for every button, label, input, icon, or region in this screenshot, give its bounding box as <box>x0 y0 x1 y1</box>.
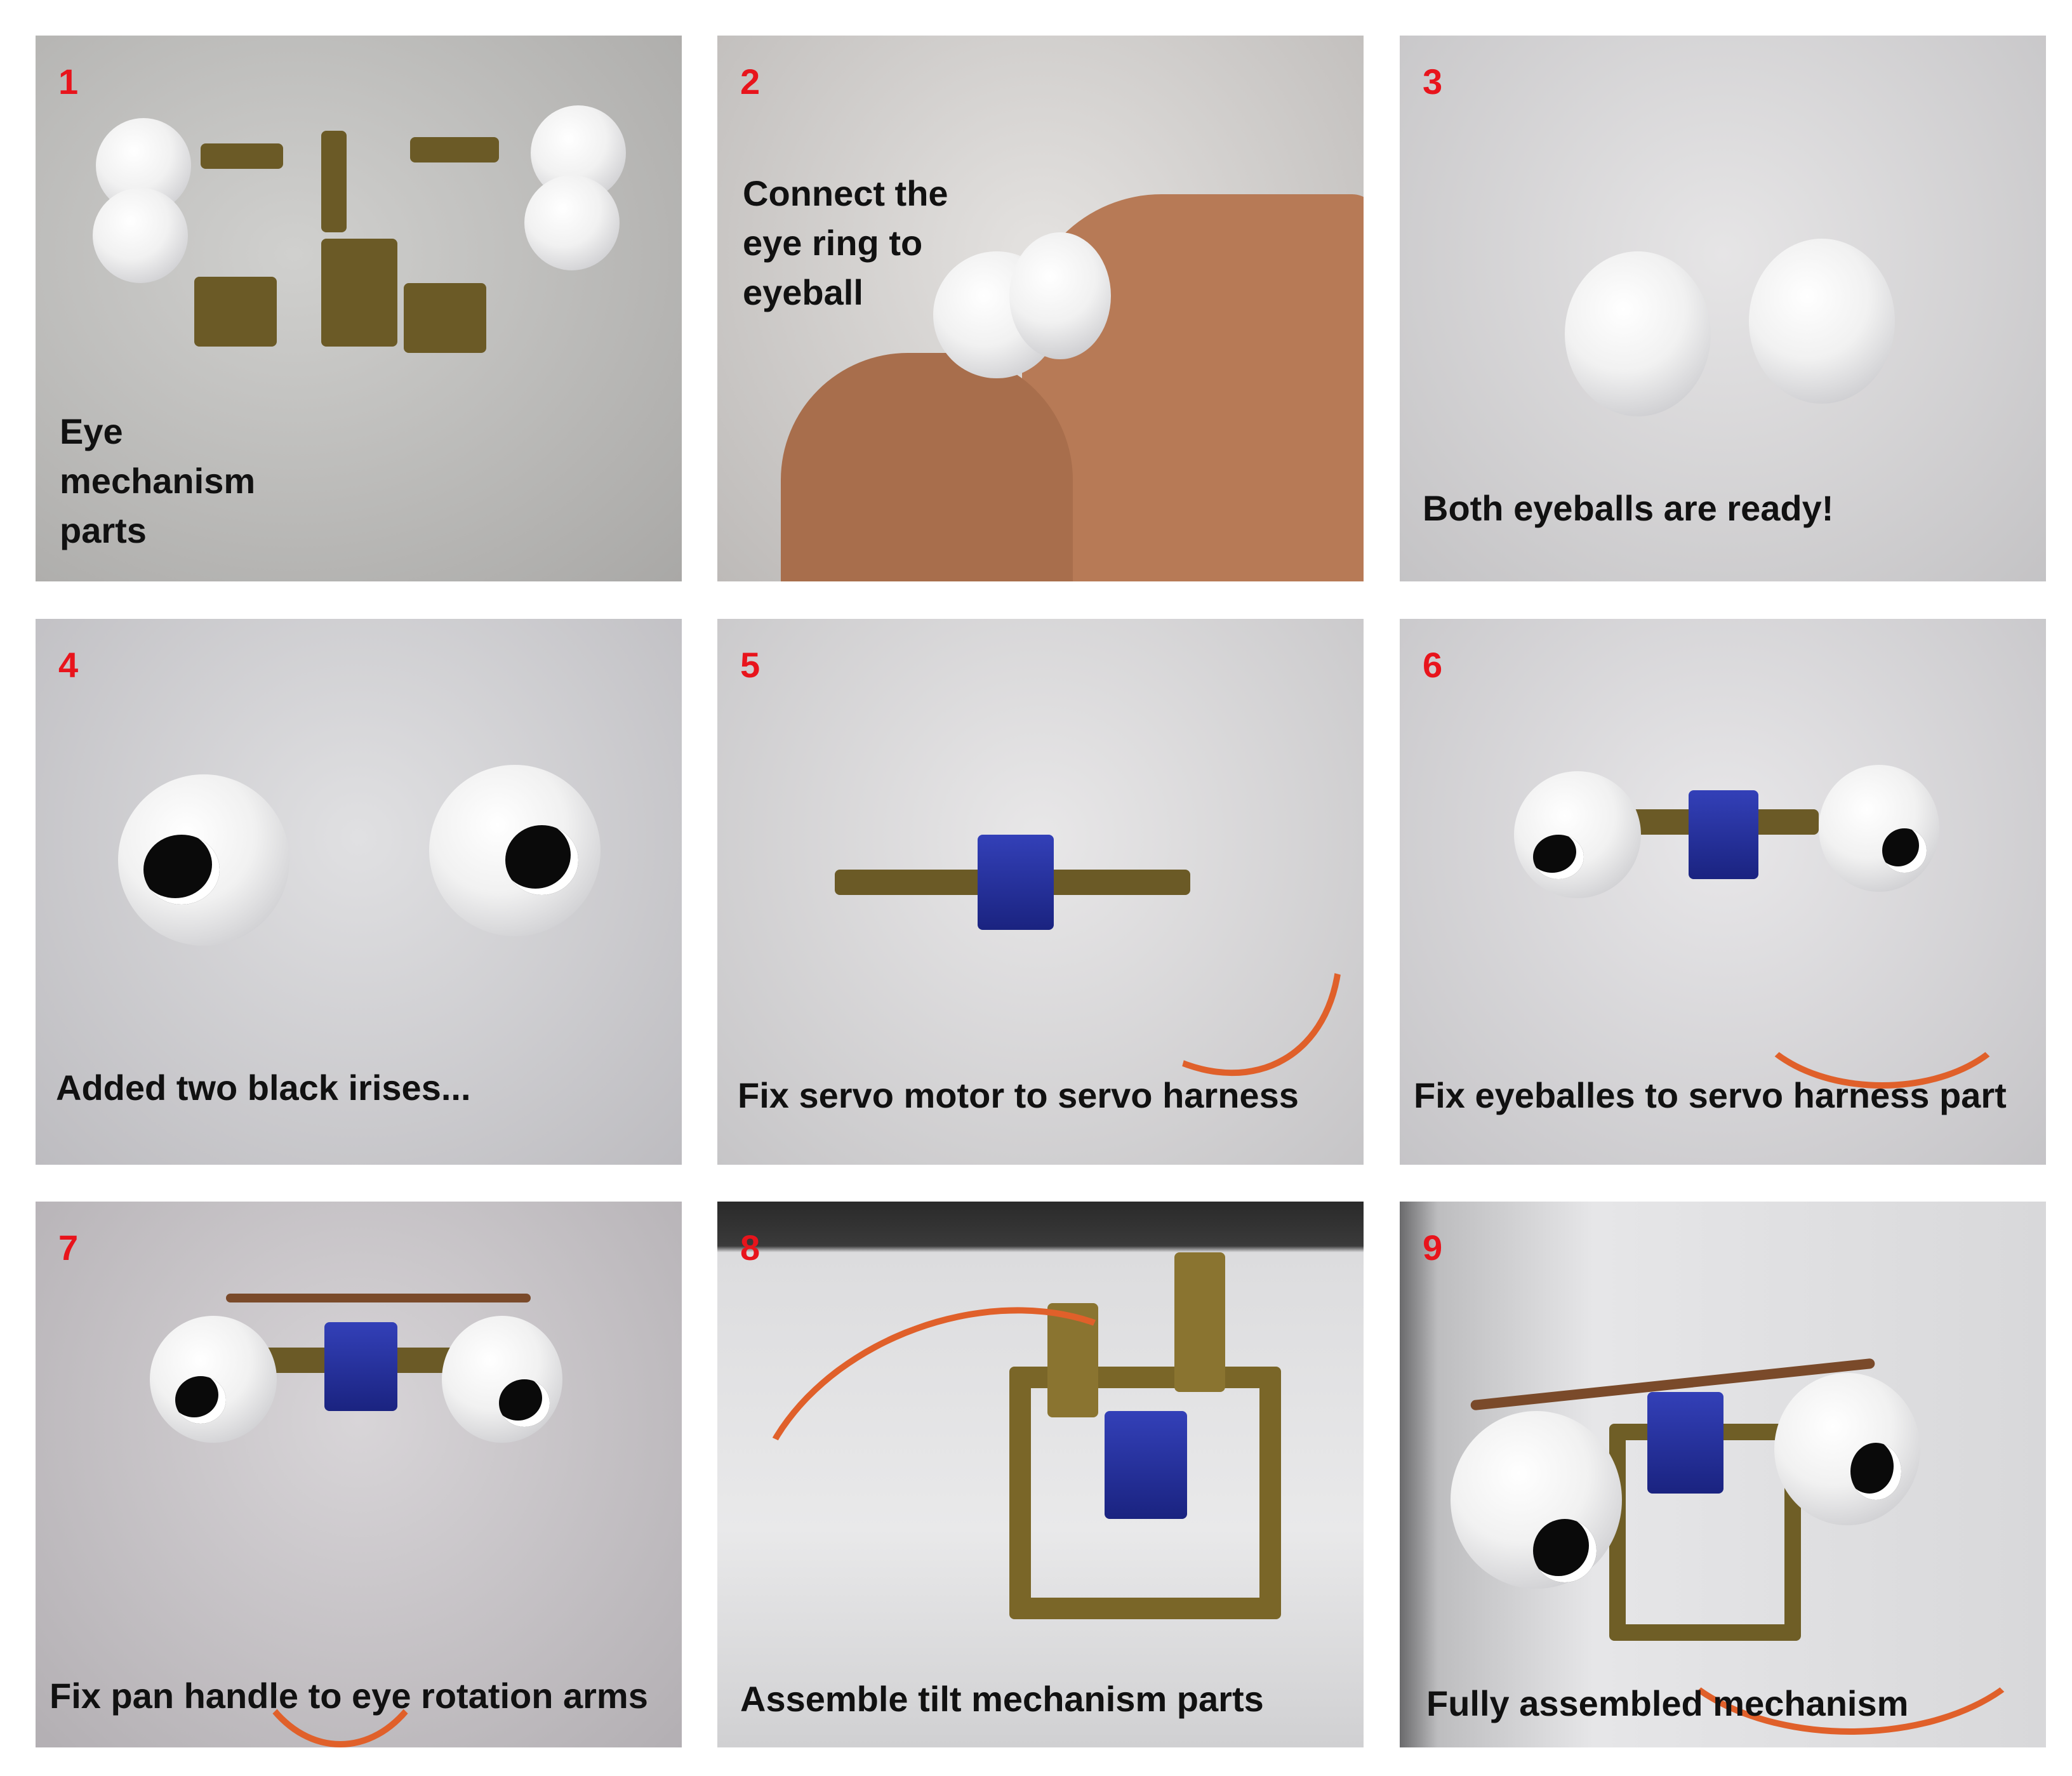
tilt-bracket <box>1047 1303 1098 1417</box>
step-caption: Fix servo motor to servo harness <box>738 1075 1299 1115</box>
step-number: 6 <box>1423 645 1443 685</box>
bracket-part <box>194 277 277 347</box>
eyeball <box>429 765 601 936</box>
step-caption: Eye mechanism parts <box>60 407 255 555</box>
servo-motor <box>1105 1411 1187 1519</box>
photo-step-9: 9 Fully assembled mechanism <box>1400 1202 2046 1747</box>
photo-step-6: 6 Fix eyeballes to servo harness part <box>1400 619 2046 1165</box>
iris <box>505 825 578 895</box>
bracket-part <box>321 239 397 347</box>
pan-handle <box>226 1294 531 1302</box>
iris <box>1533 835 1584 879</box>
caption-line: parts <box>60 510 147 550</box>
bracket-part <box>321 131 347 232</box>
eyeball <box>1774 1373 1920 1525</box>
step-number: 8 <box>740 1228 760 1268</box>
eyeball <box>1514 771 1641 898</box>
step-number: 5 <box>740 645 760 685</box>
photo-step-4: 4 Added two black irises... <box>36 619 682 1165</box>
step-number: 9 <box>1423 1228 1443 1268</box>
step-caption: Fix eyeballes to servo harness part <box>1414 1075 2007 1115</box>
eyeball <box>1565 251 1711 416</box>
photo-step-1: 1 Eye mechanism parts <box>36 36 682 581</box>
step-number: 3 <box>1423 62 1443 102</box>
iris <box>143 835 220 905</box>
step-number: 7 <box>58 1228 79 1268</box>
iris <box>1882 828 1927 873</box>
eyeball <box>1451 1411 1622 1589</box>
eye-ring <box>1009 232 1111 359</box>
step-caption: Fix pan handle to eye rotation arms <box>50 1676 648 1716</box>
servo-wire <box>717 1247 1243 1714</box>
caption-line: Eye <box>60 411 123 451</box>
photo-step-3: 3 Both eyeballs are ready! <box>1400 36 2046 581</box>
servo-motor <box>1689 790 1758 879</box>
step-caption: Assemble tilt mechanism parts <box>740 1679 1264 1719</box>
tilt-bracket <box>1174 1252 1225 1392</box>
bracket-part <box>410 137 499 162</box>
photo-step-5: 5 Fix servo motor to servo harness <box>717 619 1364 1165</box>
servo-motor <box>324 1322 397 1411</box>
bracket-part <box>404 283 486 353</box>
caption-line: Connect the <box>743 173 948 213</box>
step-caption: Added two black irises... <box>56 1068 471 1108</box>
step-number: 2 <box>740 62 760 102</box>
caption-line: eyeball <box>743 272 863 312</box>
photo-step-2: 2 Connect the eye ring to eyeball <box>717 36 1364 581</box>
servo-motor <box>1647 1392 1723 1494</box>
bracket-part <box>201 143 283 169</box>
step-caption: Both eyeballs are ready! <box>1423 488 1834 528</box>
eyeball <box>442 1316 562 1443</box>
eyeball <box>1749 239 1895 404</box>
iris <box>499 1379 550 1427</box>
eyeball-part <box>524 175 620 270</box>
eyeball <box>150 1316 277 1443</box>
eyeball-part <box>93 188 188 283</box>
eyeball <box>1819 765 1939 892</box>
servo-wire <box>1743 911 2022 1089</box>
eyeball <box>118 774 289 946</box>
iris <box>1533 1519 1597 1582</box>
step-caption: Fully assembled mechanism <box>1426 1683 1909 1723</box>
iris <box>175 1376 226 1424</box>
photo-step-8: 8 Assemble tilt mechanism parts <box>717 1202 1364 1747</box>
step-number: 4 <box>58 645 79 685</box>
caption-line: mechanism <box>60 461 256 501</box>
hand <box>781 353 1073 581</box>
iris <box>1850 1443 1901 1500</box>
photo-step-7: 7 Fix pan handle to eye rotation arms <box>36 1202 682 1747</box>
step-number: 1 <box>58 62 79 102</box>
servo-motor <box>978 835 1054 930</box>
caption-line: eye ring to <box>743 223 923 263</box>
step-caption: Connect the eye ring to eyeball <box>743 169 948 317</box>
